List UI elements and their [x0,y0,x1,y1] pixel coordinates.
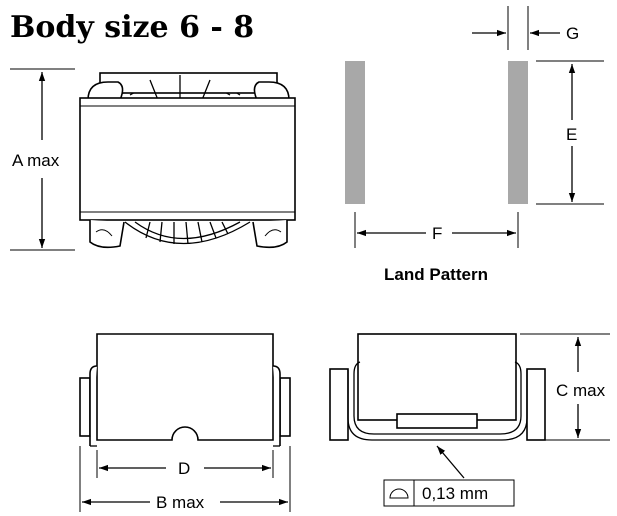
label-f: F [432,224,442,243]
label-a-max: A max [12,151,60,170]
label-e: E [566,125,577,144]
label-b-max: B max [156,493,205,512]
label-c-max: C max [556,381,606,400]
semicircle-flatness-icon [389,488,409,499]
land-pad-left [345,61,365,204]
side-view: C max 0,13 mm [329,333,610,507]
land-pattern-caption: Land Pattern [384,265,488,284]
land-pad-right [508,61,528,204]
top-view: A max [10,68,296,251]
flatness-frame [383,479,515,507]
front-view: D B max [79,333,291,512]
drawing-title: Body size 6 - 8 [10,10,254,45]
land-pattern: G E F Land Pattern [345,6,604,284]
label-g: G [566,24,579,43]
label-d: D [178,459,190,478]
label-flatness: 0,13 mm [422,484,488,503]
